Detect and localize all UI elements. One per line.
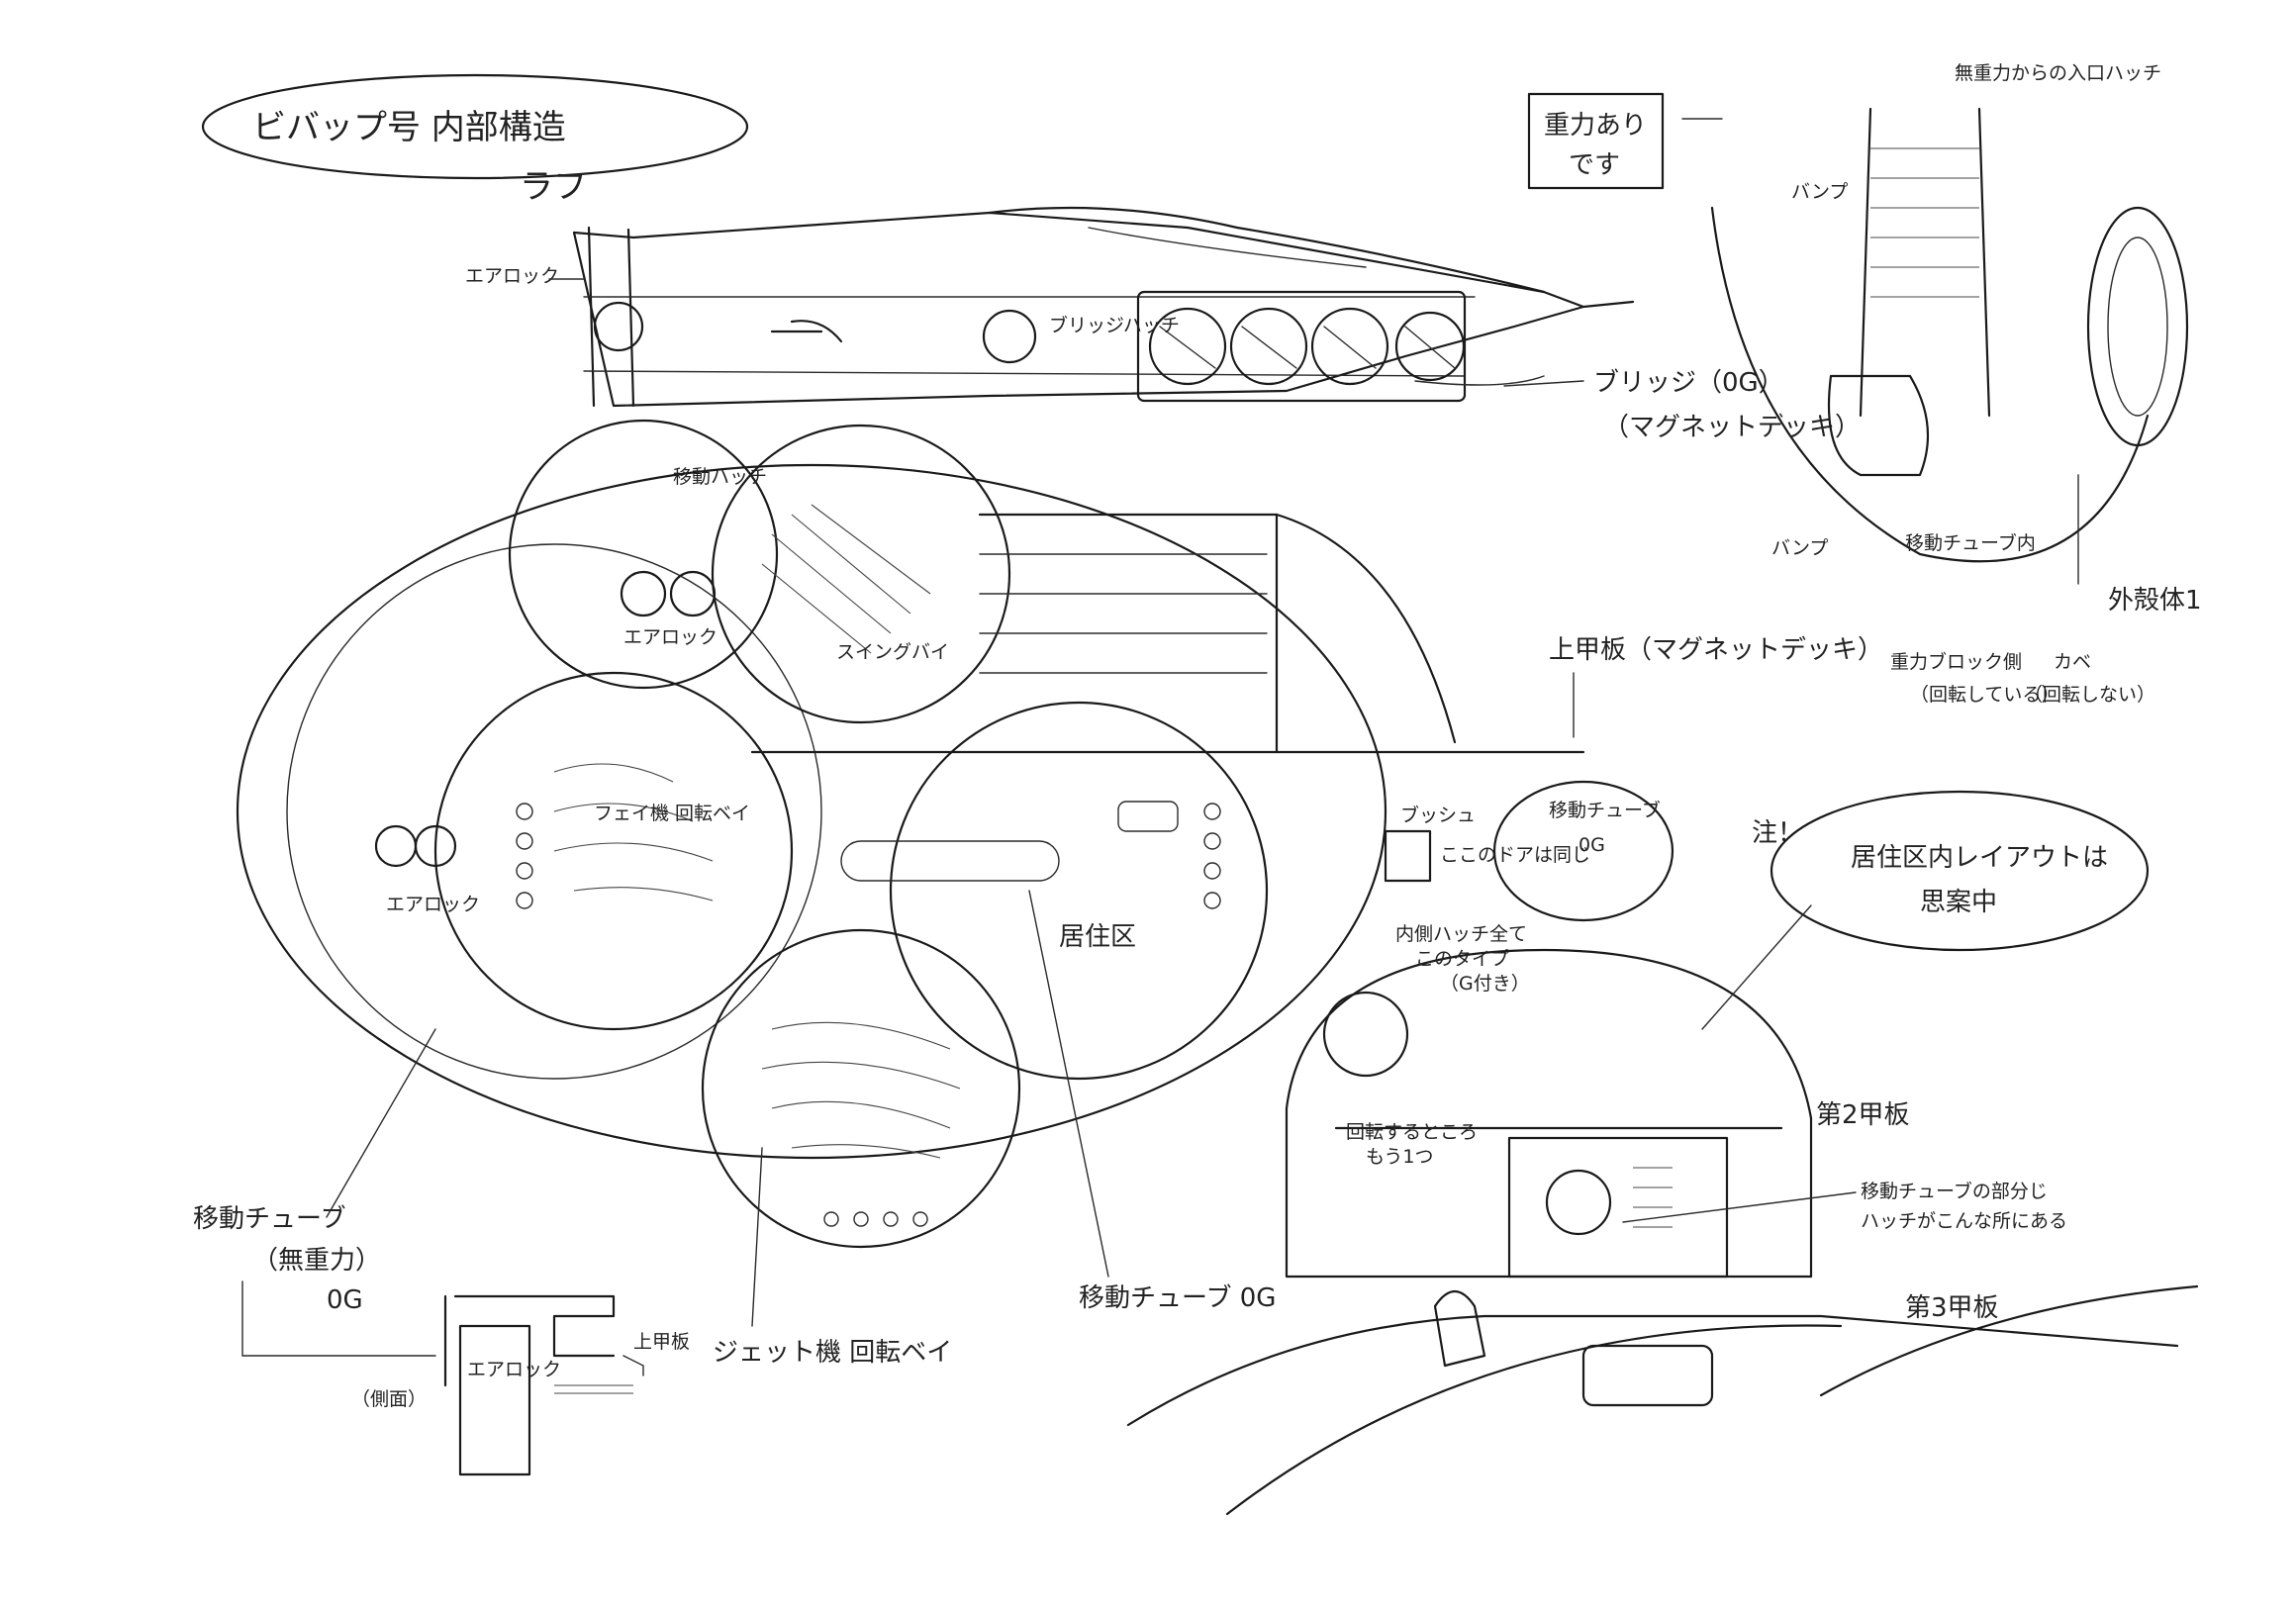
label-hull-wall: カベ (2054, 651, 2091, 673)
top-right-inset: 重力あり です 無重力からの入口ハッチ バンプ バンプ 移動チューブ内 外殻体1… (1527, 62, 2202, 706)
label-inner-hatch-3: （G付き） (1440, 973, 1530, 995)
hatch-top (982, 309, 1037, 364)
label-hatch-small: ブッシュ (1400, 804, 1476, 826)
label-note-text-1: 居住区内レイアウトは (1851, 843, 2108, 873)
upper-bay-right (711, 424, 1011, 724)
note-bubble (1492, 780, 1674, 922)
label-deck3: 第3甲板 (1905, 1293, 1999, 1323)
tube-hatch (1545, 1169, 1612, 1236)
bay-cluster (236, 419, 1585, 1249)
label-deck2: 第2甲板 (1816, 1100, 1910, 1130)
label-corridor-note-2: もう1つ (1366, 1146, 1434, 1168)
label-tube-gravity: （無重力） (252, 1246, 381, 1276)
jet-bay (701, 928, 1021, 1249)
bridge-section (572, 206, 1635, 408)
label-inner-hatch: 内側ハッチ全て (1395, 923, 1527, 945)
airlock-hatch (593, 301, 644, 352)
label-jet-bay: ジェット機 回転ベイ (713, 1338, 952, 1368)
label-tube-inside: 移動チューブ内 (1905, 531, 2036, 554)
living-area-inset: 注！ 居住区内レイアウトは 思案中 ブッシュ ここのドアは同じ 移動チューブ 0… (1126, 780, 2199, 1516)
label-tube-note: 移動チューブの部分じ (1861, 1180, 2048, 1202)
table (1581, 1344, 1714, 1407)
title-text: ビバップ号 内部構造 (252, 108, 566, 147)
label-gravity-block: 重力ブロック側 (1890, 650, 2022, 673)
gravity-box (1527, 92, 1665, 190)
title-group: ビバップ号 内部構造 ラフ (201, 73, 749, 207)
label-tube-0g: 0G (327, 1285, 363, 1315)
label-gravity-block-sub: （回転している） (1910, 684, 2059, 706)
airlock-left-hatch (374, 824, 418, 868)
title-bubble (201, 73, 749, 180)
label-bridge-sub: （マグネットデッキ） (1603, 413, 1861, 442)
label-fighter-bay: フェイ機 回転ベイ (594, 803, 750, 824)
label-bump2: バンプ (1771, 537, 1828, 559)
side-view-inset: エアロック 上甲板 （側面） (351, 1294, 690, 1476)
fighter-bay (433, 671, 794, 1031)
bridge-window (1394, 311, 1466, 382)
label-move-hatch: 移動ハッチ (673, 466, 767, 488)
bridge-window (1229, 307, 1308, 386)
label-hatch-small-note: ここのドアは同じ (1440, 844, 1590, 866)
note-bubble-right (1770, 790, 2150, 952)
main-labels: エアロック ブリッジハッチ ブリッジ（0G） （マグネットデッキ） 移動ハッチ … (193, 265, 1883, 1368)
gravity-box-line1: 重力あり (1544, 111, 1647, 141)
label-side-view: （側面） (351, 1388, 427, 1410)
upper-bay-left (508, 419, 779, 690)
bridge-window (1310, 307, 1389, 386)
label-hull1: 外殻体1 (2108, 586, 2202, 616)
living-bay (889, 701, 1269, 1081)
label-airlock-left: エアロック (386, 894, 480, 915)
bridge-window (1148, 307, 1227, 386)
label-inner-hatch-2: このタイプ (1415, 948, 1509, 970)
porthole-row (516, 803, 1221, 1227)
label-bridge: ブリッジ（0G） (1593, 368, 1784, 398)
label-upper-deck: 上甲板（マグネットデッキ） (1549, 635, 1883, 665)
hull-ring (2086, 206, 2189, 447)
label-tube: 移動チューブ (193, 1204, 345, 1234)
inner-hatch-circle (1322, 991, 1409, 1078)
label-corridor-note: 回転するところ (1346, 1121, 1478, 1143)
label-ramp-bay: スイングバイ (836, 641, 949, 663)
tube-hatch-frame (1507, 1136, 1729, 1279)
label-upper-plate: 上甲板 (633, 1331, 690, 1353)
subtitle-text: ラフ (520, 167, 587, 207)
small-hatch-box (1384, 829, 1432, 883)
label-hatch-top: ブリッジハッチ (1049, 314, 1180, 336)
label-living-area: 居住区 (1059, 922, 1136, 952)
label-airlock-top: エアロック (465, 265, 559, 287)
gravity-box-line2: です (1569, 150, 1620, 180)
label-tube-small: 移動チューブ (1549, 799, 1661, 821)
label-bump1: バンプ (1791, 181, 1848, 203)
airlock-mid-hatch (669, 570, 717, 617)
airlock-box-side (458, 1324, 531, 1476)
label-note-text-2: 思案中 (1920, 888, 1997, 917)
label-move-tube-og: 移動チューブ 0G (1079, 1283, 1276, 1313)
label-top-right-note: 無重力からの入口ハッチ (1955, 62, 2161, 84)
label-hull-wall-sub: （回転しない） (2024, 684, 2155, 706)
label-tube-note-2: ハッチがこんな所にある (1861, 1210, 2067, 1232)
airlock-mid-hatch (620, 570, 667, 617)
label-airlock-box: エアロック (467, 1359, 561, 1380)
label-airlock-mid: エアロック (623, 626, 718, 648)
label-tube-small-og: 0G (1578, 834, 1605, 856)
airlock-left-hatch (414, 824, 457, 868)
